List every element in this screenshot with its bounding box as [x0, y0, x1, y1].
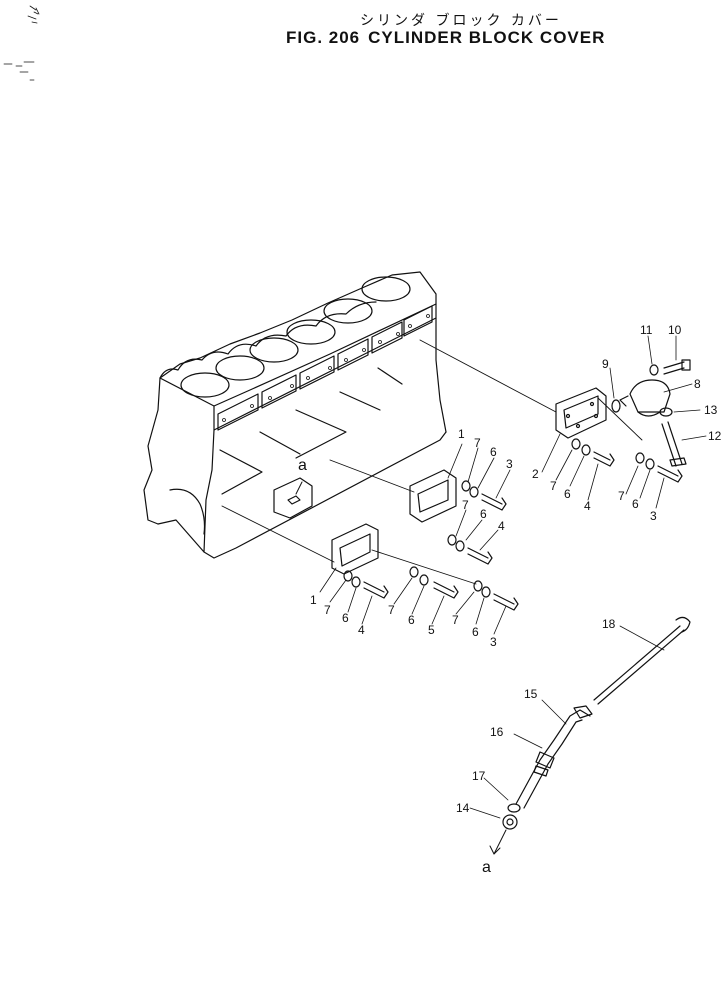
breather-cap: [619, 379, 671, 417]
callout-8: 8: [694, 377, 701, 391]
callout-11: 11: [640, 323, 653, 337]
callout-7-lower-c: 7: [452, 613, 459, 627]
callout-3-lower: 3: [490, 635, 497, 649]
japanese-title: シリンダ ブロック カバー: [360, 13, 562, 29]
callout-16: 16: [490, 725, 504, 739]
callout-6-right: 6: [564, 487, 571, 501]
callout-7-lower: 7: [324, 603, 331, 617]
callout-3-center: 3: [506, 457, 513, 471]
callout-7-lower-b: 7: [388, 603, 395, 617]
guide-o-ring: [507, 803, 521, 813]
callout-4-mid: 4: [498, 519, 505, 533]
explosion-leader-lines: [221, 339, 643, 585]
cylinder-block: [143, 271, 447, 559]
callout-14: 14: [456, 801, 470, 815]
reference-letter-a-bottom: a: [482, 859, 491, 876]
figure-name: CYLINDER BLOCK COVER: [368, 28, 606, 47]
o-ring: [611, 399, 621, 413]
callout-18: 18: [602, 617, 616, 631]
callout-2-right: 2: [532, 467, 539, 481]
bolt-10: [649, 359, 691, 376]
callout-6-center: 6: [490, 445, 497, 459]
callout-7-center: 7: [474, 436, 481, 450]
dipstick: [593, 616, 691, 705]
callout-6-mid: 6: [480, 507, 487, 521]
reference-letter-a-top: a: [298, 457, 307, 474]
callout-5-lower: 5: [428, 623, 435, 637]
callout-7-right: 7: [550, 479, 557, 493]
figure-title: FIG. 206 CYLINDER BLOCK COVER: [286, 28, 613, 48]
callout-7-far-right: 7: [618, 489, 625, 503]
callout-17: 17: [472, 769, 486, 783]
callout-4-lower: 4: [358, 623, 365, 637]
callout-4-right: 4: [584, 499, 591, 513]
callout-3-far-right: 3: [650, 509, 657, 523]
hardware: [343, 438, 683, 611]
cover-plate-right: [555, 387, 607, 439]
callout-7-mid: 7: [462, 498, 469, 512]
cover-plate-center: [409, 469, 457, 523]
figure-number: FIG. 206: [286, 28, 361, 47]
cover-plate-lower: [331, 523, 379, 575]
hose: [659, 407, 673, 417]
callout-13: 13: [704, 403, 718, 417]
dipstick-guide: [515, 705, 593, 809]
guide-connector: [502, 814, 518, 830]
callout-6-far-right: 6: [632, 497, 639, 511]
callout-10: 10: [668, 323, 682, 337]
callout-9: 9: [602, 357, 609, 371]
callout-15: 15: [524, 687, 538, 701]
connection-arrow: [295, 481, 507, 855]
callout-numbers: 1 7 6 3 7 6 4 1 7 6 4 7 6 5 7 6 3 2 7 6 …: [310, 323, 722, 815]
scan-artifact: [3, 5, 40, 81]
breather-pipe: [661, 421, 687, 467]
callout-6-lower: 6: [342, 611, 349, 625]
callout-leaders: [319, 335, 707, 819]
callout-1-lower: 1: [310, 593, 317, 607]
callout-6-lower-b: 6: [408, 613, 415, 627]
callout-6-lower-c: 6: [472, 625, 479, 639]
callout-12: 12: [708, 429, 722, 443]
callout-1-center: 1: [458, 427, 465, 441]
